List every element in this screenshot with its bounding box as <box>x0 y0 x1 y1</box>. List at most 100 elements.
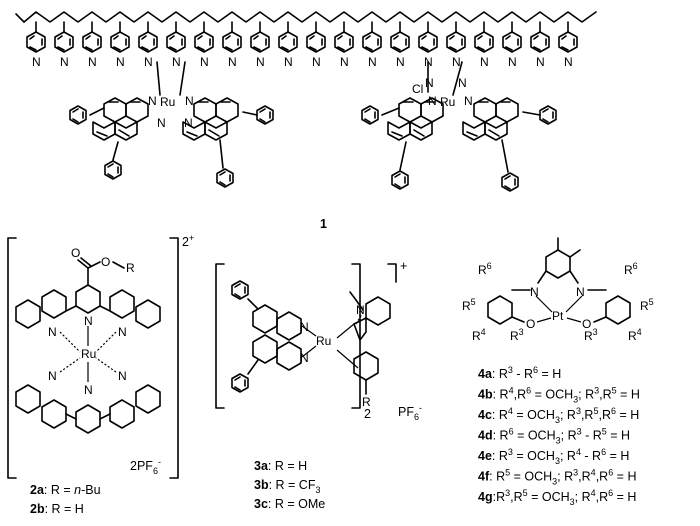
pyridine-n-label: N <box>312 55 321 69</box>
r-label: R5 <box>462 297 476 313</box>
entry-4d: 4d: R6 = OCH3; R3 - R5 = H <box>478 427 630 446</box>
pyridine-ring <box>558 21 578 53</box>
pyridine-n-label: N <box>116 55 125 69</box>
ester-o-carbonyl: O <box>71 246 80 260</box>
r-label: R4 <box>628 327 642 343</box>
pyridine-n-label: N <box>60 55 69 69</box>
ru-complex-right: Cl Ru N N N N <box>361 61 557 192</box>
cl-label: Cl <box>412 82 423 96</box>
r-label: R3 <box>584 327 598 343</box>
pyridine-ring <box>194 21 214 53</box>
pyridine-n-label: N <box>172 55 181 69</box>
pyridine-ring <box>250 21 270 53</box>
entry-2a: 2a: R = n-Bu <box>30 483 101 497</box>
entries-4: 4a: R3 - R6 = H 4b: R4,R6 = OCH3; R3,R5 =… <box>478 365 640 507</box>
pyridine-ring <box>306 21 326 53</box>
n-label: N <box>425 76 434 90</box>
entry-2b: 2b: R = H <box>30 502 84 516</box>
pyridine-n-label: N <box>200 55 209 69</box>
pyridine-ring <box>362 21 382 53</box>
ester-r: R <box>126 261 135 275</box>
n-label: N <box>157 116 166 130</box>
ru-label-left: Ru <box>160 95 175 109</box>
entry-4e: 4e: R3 = OCH3; R4 - R6 = H <box>478 447 629 466</box>
pyridine-n-label: N <box>284 55 293 69</box>
pyridine-n-label: N <box>508 55 517 69</box>
compound-label-1: 1 <box>320 217 327 231</box>
o-label: O <box>582 317 591 331</box>
polymer-backbone <box>15 11 597 23</box>
pyridine-ring <box>82 21 102 53</box>
n-label: N <box>428 94 437 108</box>
n-label: N <box>530 285 539 299</box>
pyridine-ring <box>446 21 466 53</box>
r-label: R3 <box>510 327 524 343</box>
pyridine-n-label: N <box>88 55 97 69</box>
entry-4a: 4a: R3 - R6 = H <box>478 365 561 381</box>
pyridine-ring <box>138 21 158 53</box>
entry-3b: 3b: R = CF3 <box>254 478 321 495</box>
pyridine-ring <box>474 21 494 53</box>
pyridine-ring <box>110 21 130 53</box>
ru-label-3: Ru <box>316 334 331 348</box>
pyridine-ring <box>26 21 46 53</box>
pyridine-ring <box>222 21 242 53</box>
n-label: N <box>300 351 309 365</box>
entry-4g: 4g:R3,R5 = OCH3; R4,R6 = H <box>478 488 636 507</box>
charge-2: 2+ <box>182 233 194 249</box>
pyridine-n-label: N <box>256 55 265 69</box>
pyridine-ring <box>166 21 186 53</box>
ru-label-2: Ru <box>81 347 96 361</box>
charge-3: + <box>400 259 407 273</box>
pyridine-n-label: N <box>536 55 545 69</box>
n-label: N <box>118 325 127 339</box>
pt-label: Pt <box>552 309 564 323</box>
n-label: N <box>356 303 365 317</box>
complex-3: + 2 N N Ru N R PF6- 3a: R = H 3b: R = CF… <box>215 259 422 511</box>
r-group-3: R <box>362 395 371 409</box>
pyridine-n-label: N <box>228 55 237 69</box>
pyridine-ring <box>278 21 298 53</box>
n-label: N <box>48 369 57 383</box>
pyridine-n-label: N <box>396 55 405 69</box>
pyridine-ring <box>334 21 354 53</box>
r-label: R5 <box>640 297 654 313</box>
r-label: R4 <box>472 327 486 343</box>
n-label: N <box>184 116 193 130</box>
entry-4f: 4f: R5 = OCH3; R3,R4,R6 = H <box>478 468 636 487</box>
ru-complex-left: Ru N N N N <box>69 61 274 188</box>
ester-o: O <box>101 255 110 269</box>
entry-3c: 3c: R = OMe <box>254 497 325 511</box>
n-label: N <box>458 76 467 90</box>
n-label: N <box>464 94 473 108</box>
n-label: N <box>118 369 127 383</box>
r-label: R6 <box>624 261 638 277</box>
n-label: N <box>148 94 157 108</box>
pyridine-ring <box>418 21 438 53</box>
n-label: N <box>84 314 93 328</box>
pyridine-ring <box>54 21 74 53</box>
n-label: N <box>576 285 585 299</box>
ru-label-right: Ru <box>440 95 455 109</box>
pyridine-n-label: N <box>340 55 349 69</box>
n-label: N <box>300 320 309 334</box>
n-label: N <box>84 383 93 397</box>
pyridine-ring <box>530 21 550 53</box>
r-label: R6 <box>478 261 492 277</box>
complex-2: 2+ O O R Ru N N N N N N <box>7 233 194 516</box>
pyridine-n-label: N <box>32 55 41 69</box>
complex-4: N N Pt O O R6 R5 R4 R3 R6 R5 R4 R3 4a: R… <box>462 237 654 507</box>
pyridine-n-label: N <box>368 55 377 69</box>
n-label: N <box>185 94 194 108</box>
counterion-3: PF6- <box>398 403 422 422</box>
entry-3a: 3a: R = H <box>254 459 307 473</box>
pyridine-ring <box>390 21 410 53</box>
subscript-3: 2 <box>364 407 371 421</box>
n-label: N <box>48 325 57 339</box>
entry-4b: 4b: R4,R6 = OCH3; R3,R5 = H <box>478 386 640 405</box>
pyridine-n-label: N <box>452 55 461 69</box>
pyridine-n-label: N <box>144 55 153 69</box>
entry-4c: 4c: R4 = OCH3; R3,R5,R6 = H <box>478 406 639 425</box>
